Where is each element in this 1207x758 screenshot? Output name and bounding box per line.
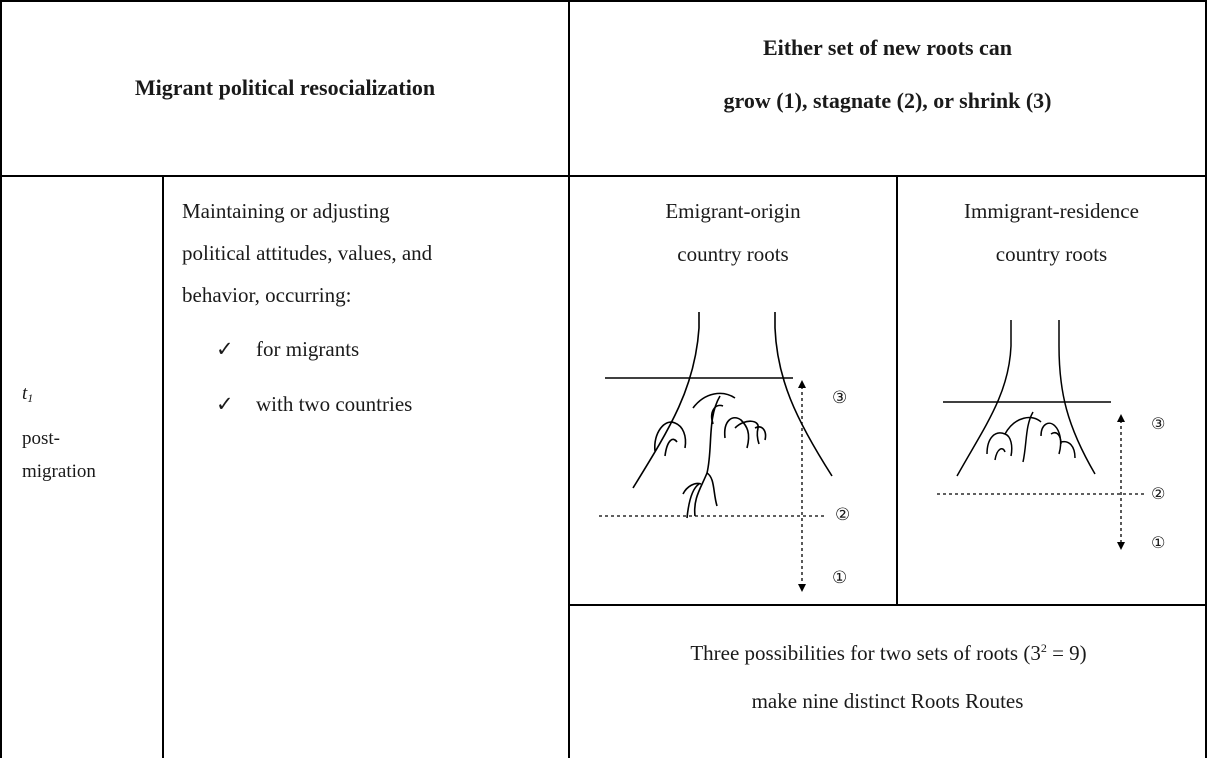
description-line2: political attitudes, values, and <box>182 241 433 265</box>
time-variable: t1 <box>22 383 34 405</box>
figure-row-bottom-border <box>568 604 1207 606</box>
summary-line2: make nine distinct Roots Routes <box>751 689 1024 713</box>
label-column-divider <box>162 175 164 758</box>
origin-roots-label-line2: country roots <box>677 242 789 266</box>
marker-stagnate: ② <box>1151 484 1166 503</box>
summary-line1: Three possibilities for two sets of root… <box>690 641 1087 665</box>
description-line3: behavior, occurring: <box>182 283 352 307</box>
checkmark-icon: ✓ <box>216 337 234 361</box>
marker-shrink: ③ <box>1151 414 1166 433</box>
origin-roots-label-line1: Emigrant-origin <box>665 199 801 223</box>
marker-grow: ① <box>832 568 848 588</box>
marker-shrink: ③ <box>832 388 848 408</box>
description-line1: Maintaining or adjusting <box>182 199 390 223</box>
header-left-title: Migrant political resocialization <box>134 75 436 100</box>
main-column-divider <box>568 0 570 758</box>
table-top-border <box>0 0 1207 2</box>
marker-stagnate: ② <box>835 505 851 525</box>
time-label-line2: migration <box>22 461 96 482</box>
header-bottom-border <box>0 175 1207 177</box>
residence-roots-label-line1: Immigrant-residence <box>964 199 1139 223</box>
residence-roots-diagram <box>937 320 1147 550</box>
bullet-item: for migrants <box>256 337 360 361</box>
residence-roots-label-line2: country roots <box>995 242 1108 266</box>
origin-roots-diagram <box>599 312 833 592</box>
roots-column-divider <box>896 175 898 605</box>
header-right-title-line2: grow (1), stagnate (2), or shrink (3) <box>723 88 1052 113</box>
header-right-title-line1: Either set of new roots can <box>762 35 1013 60</box>
bullet-item: with two countries <box>256 392 413 416</box>
time-label: t1 post- migration <box>22 376 96 487</box>
checkmark-icon: ✓ <box>216 392 234 416</box>
table-left-border <box>0 0 2 758</box>
marker-grow: ① <box>1151 533 1166 552</box>
time-label-line1: post- <box>22 428 60 449</box>
table-right-border <box>1205 0 1207 758</box>
